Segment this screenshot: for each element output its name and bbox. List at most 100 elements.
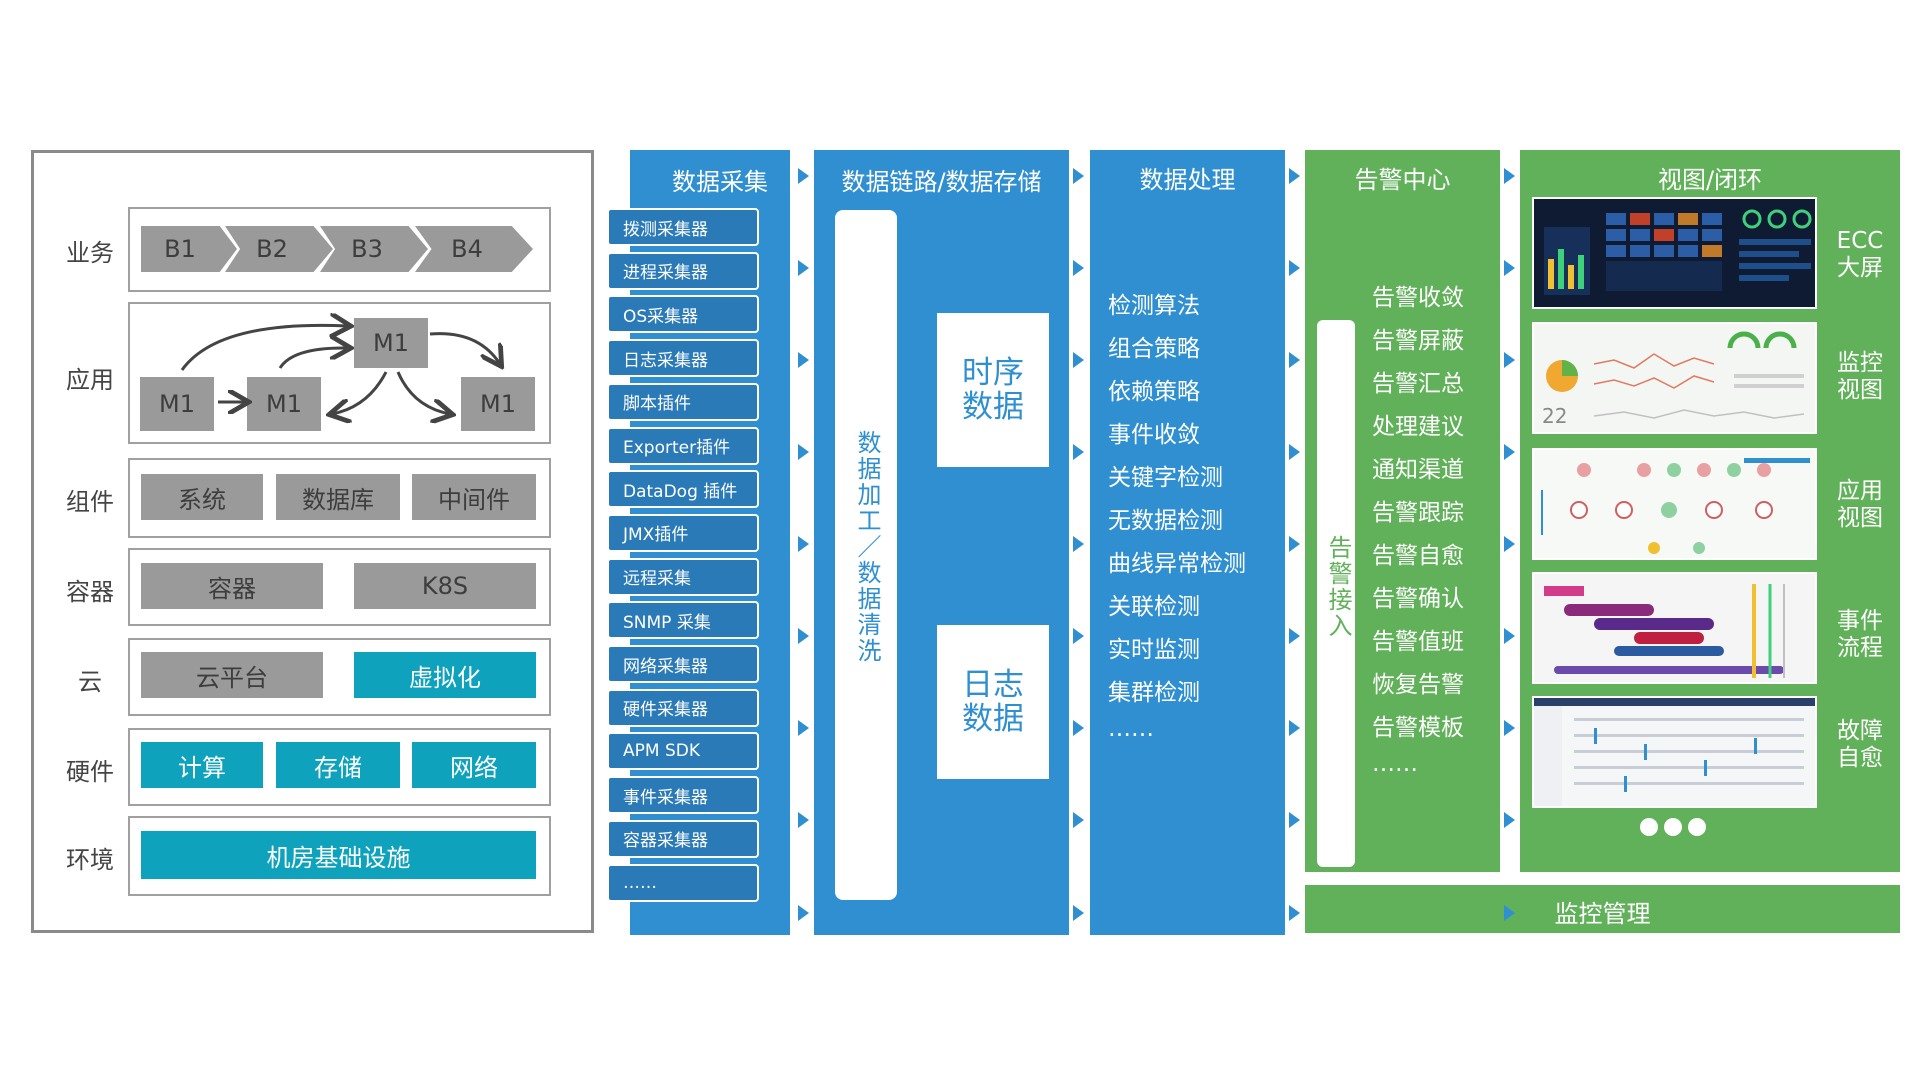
- flow-arrow-icon: [1289, 905, 1300, 921]
- monitor-view-graphic: [1546, 331, 1805, 419]
- flow-arrow-icon: [1504, 628, 1515, 644]
- collector-item: OS采集器: [607, 295, 759, 334]
- monitor-management-bar: [1305, 885, 1900, 933]
- storage-title: 数据链路/数据存储: [841, 168, 1042, 196]
- processing-item: 依赖策略: [1108, 379, 1200, 405]
- flow-arrow-icon: [1073, 812, 1084, 828]
- view-label-event-flow: 事件 流程: [1837, 608, 1883, 661]
- container-container: 容器: [141, 563, 323, 609]
- view-pagination-dot-2[interactable]: [1664, 818, 1682, 836]
- collector-item: 日志采集器: [607, 339, 759, 378]
- flow-arrow-icon: [798, 628, 809, 644]
- collector-item: SNMP 采集: [607, 601, 759, 640]
- row-label-cloud: 云: [78, 668, 102, 696]
- flow-arrow-icon: [1504, 352, 1515, 368]
- collector-item: 网络采集器: [607, 645, 759, 683]
- view-pagination-dot-1[interactable]: [1640, 818, 1658, 836]
- processing-item: 关键字检测: [1108, 465, 1223, 491]
- view-label-ecc: ECC 大屏: [1836, 228, 1884, 281]
- cloud-virtualization: 虚拟化: [354, 652, 536, 698]
- view-label-self-heal: 故障 自愈: [1837, 718, 1883, 771]
- alert-item: 告警汇总: [1372, 371, 1464, 397]
- flow-arrow-icon: [1073, 352, 1084, 368]
- views-title: 视图/闭环: [1657, 166, 1763, 194]
- alert-title: 告警中心: [1354, 166, 1451, 194]
- flow-arrow-icon: [1073, 536, 1084, 552]
- flow-arrow-icon: [798, 444, 809, 460]
- collector-item: 硬件采集器: [607, 688, 759, 727]
- alert-ingest-bar: [1317, 320, 1355, 867]
- collector-item: JMX插件: [607, 513, 759, 552]
- app-dependency-arrows: [180, 302, 551, 444]
- container-k8s: K8S: [354, 563, 536, 609]
- alert-item: ……: [1372, 751, 1418, 777]
- flow-arrow-icon: [798, 260, 809, 276]
- monitor-view-number: 22: [1542, 404, 1568, 428]
- processing-item: 曲线异常检测: [1108, 551, 1246, 577]
- timeseries-data-box: 时序 数据: [937, 313, 1049, 467]
- processing-item: 事件收敛: [1108, 422, 1200, 448]
- flow-arrow-icon: [1504, 168, 1515, 184]
- component-middleware: 中间件: [412, 474, 536, 520]
- flow-arrow-icon: [1504, 536, 1515, 552]
- flow-arrow-icon: [1073, 628, 1084, 644]
- flow-arrow-icon: [1289, 812, 1300, 828]
- flow-arrow-icon: [1504, 720, 1515, 736]
- alert-item: 告警跟踪: [1372, 500, 1464, 526]
- application-view-thumbnail[interactable]: [1532, 448, 1817, 560]
- view-pagination-dot-3[interactable]: [1688, 818, 1706, 836]
- app-module-m1-right: M1: [461, 377, 535, 431]
- flow-arrow-icon: [798, 720, 809, 736]
- collector-item: Exporter插件: [607, 426, 759, 465]
- alert-item: 告警模板: [1372, 715, 1464, 741]
- flow-arrow-icon: [1504, 812, 1515, 828]
- collector-item: 进程采集器: [607, 251, 759, 290]
- collector-item: DataDog 插件: [607, 470, 759, 509]
- monitor-management-label: 监控管理: [1554, 900, 1651, 928]
- flow-arrow-icon: [798, 536, 809, 552]
- collector-item: ……: [607, 863, 759, 902]
- pipeline-label: 数据加工／数据清洗: [853, 430, 881, 664]
- flow-arrow-icon: [1504, 260, 1515, 276]
- row-label-hardware: 硬件: [66, 758, 114, 786]
- ecc-dashboard-thumbnail[interactable]: [1532, 197, 1817, 309]
- flow-arrow-icon: [1504, 444, 1515, 460]
- application-view-graphic: [1541, 458, 1810, 554]
- alert-item: 恢复告警: [1372, 672, 1464, 698]
- ecc-dashboard-graphic: [1544, 209, 1812, 295]
- hardware-storage: 存储: [276, 742, 400, 788]
- pipeline-bar: [835, 210, 897, 900]
- monitor-view-thumbnail[interactable]: 22: [1532, 322, 1817, 434]
- collector-item: APM SDK: [607, 732, 759, 771]
- processing-title: 数据处理: [1139, 166, 1236, 194]
- view-label-monitor: 监控 视图: [1837, 350, 1883, 403]
- alert-item: 告警自愈: [1372, 543, 1464, 569]
- flow-arrow-icon: [1289, 260, 1300, 276]
- flow-arrow-icon: [1073, 720, 1084, 736]
- business-step-b2: B2: [225, 226, 333, 272]
- environment-infrastructure: 机房基础设施: [141, 831, 536, 879]
- flow-arrow-icon: [1289, 168, 1300, 184]
- alert-item: 告警收敛: [1372, 285, 1464, 311]
- business-step-b1: B1: [141, 226, 237, 272]
- processing-item: ……: [1108, 716, 1154, 742]
- app-module-m1-left: M1: [140, 377, 214, 431]
- app-module-m1-middle: M1: [247, 377, 321, 431]
- component-system: 系统: [141, 474, 263, 520]
- alert-item: 告警屏蔽: [1372, 328, 1464, 354]
- hardware-compute: 计算: [141, 742, 263, 788]
- collector-item: 拨测采集器: [607, 208, 759, 246]
- fault-self-heal-thumbnail[interactable]: [1532, 696, 1817, 808]
- flow-arrow-icon: [798, 905, 809, 921]
- flow-arrow-icon: [1289, 628, 1300, 644]
- alert-item: 处理建议: [1372, 414, 1464, 440]
- hardware-network: 网络: [412, 742, 536, 788]
- processing-item: 无数据检测: [1108, 508, 1223, 534]
- flow-arrow-icon: [798, 352, 809, 368]
- event-flow-thumbnail[interactable]: [1532, 572, 1817, 684]
- collector-item: 容器采集器: [607, 819, 759, 858]
- alert-item: 告警值班: [1372, 629, 1464, 655]
- component-database: 数据库: [276, 474, 400, 520]
- log-data-box: 日志 数据: [937, 625, 1049, 779]
- collector-item: 事件采集器: [607, 776, 759, 815]
